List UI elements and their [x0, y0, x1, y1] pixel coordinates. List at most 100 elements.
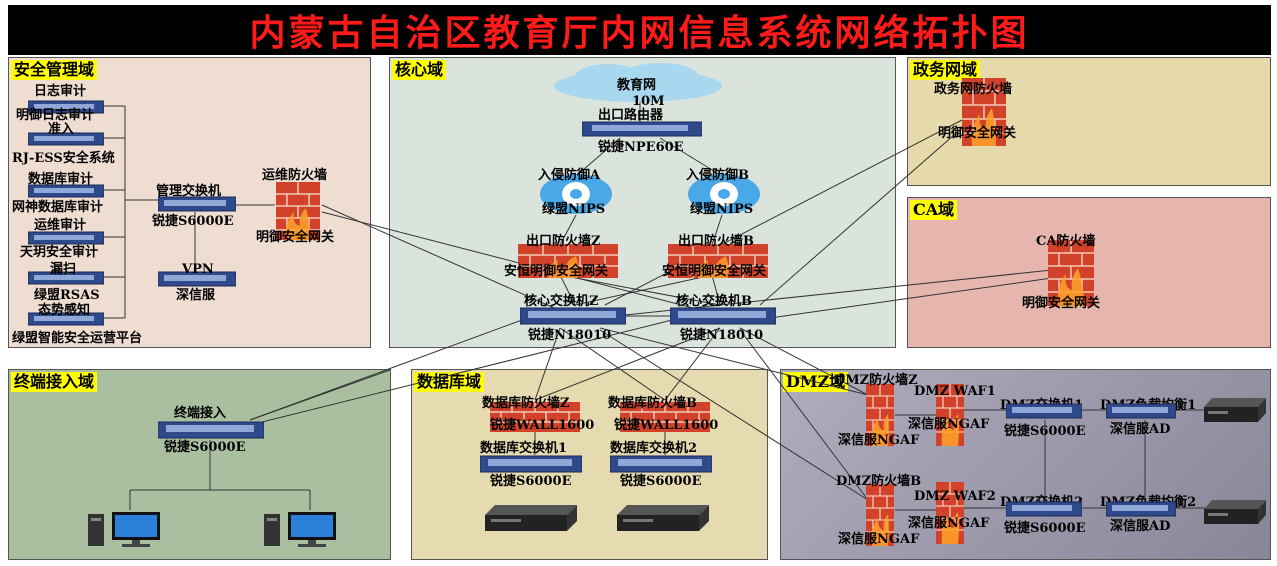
zone-core: 核心域	[389, 57, 896, 348]
dmz-firewall-b-icon	[866, 484, 894, 546]
management-switch-icon	[158, 196, 236, 212]
router-label: 出口路由器	[598, 108, 664, 123]
exit-firewall-b-icon	[668, 244, 768, 278]
db-audit-sub: 网神数据库审计	[12, 200, 104, 215]
ops-fw-sub: 明御安全网关	[256, 230, 335, 245]
gov-fw-label: 政务网防火墙	[934, 82, 1013, 97]
core-sw-z-model: 锐捷N18010	[528, 328, 612, 343]
terminal-switch-model: 锐捷S6000E	[164, 440, 246, 455]
dmz-waf1-sub: 深信服NGAF	[908, 417, 990, 432]
zone-label-security: 安全管理域	[11, 60, 98, 80]
db-fw-z-sub: 锐捷WALL1600	[490, 418, 595, 433]
db-fw-z-label: 数据库防火墙Z	[482, 396, 570, 411]
dmz-switch-1-icon	[1006, 403, 1082, 419]
scan-label: 漏扫	[50, 262, 77, 277]
switch-icon	[28, 312, 104, 326]
ips-a-sub: 绿盟NIPS	[542, 202, 606, 217]
server-icon	[485, 505, 577, 531]
db-sw-2-model: 锐捷S6000E	[620, 474, 702, 489]
exit-fw-b-label: 出口防火墙B	[678, 234, 754, 249]
dmz-sw2-model: 锐捷S6000E	[1004, 521, 1086, 536]
core-switch-z-icon	[520, 307, 626, 325]
zone-label-ca: CA域	[910, 200, 958, 220]
ops-audit-sub: 天玥安全审计	[20, 245, 99, 260]
cloud-icon	[554, 63, 722, 102]
zone-label-core: 核心域	[392, 60, 447, 80]
ca-fw-label: CA防火墙	[1036, 234, 1096, 249]
terminal-switch-icon	[158, 421, 264, 439]
core-switch-b-icon	[670, 307, 776, 325]
server-icon	[617, 505, 709, 531]
db-sw-1-label: 数据库交换机1	[480, 441, 568, 456]
internet-label: 教育网	[617, 78, 657, 93]
dmz-fw-z-label: DMZ防火墙Z	[834, 373, 918, 388]
core-sw-b-label: 核心交换机B	[676, 294, 752, 309]
vpn-icon	[158, 271, 236, 287]
ips-b-icon	[688, 174, 760, 214]
dmz-fw-z-sub: 深信服NGAF	[838, 433, 920, 448]
dmz-waf2-icon	[936, 482, 964, 544]
router-model: 锐捷NPE60E	[598, 140, 684, 155]
ips-a-label: 入侵防御A	[538, 168, 601, 183]
vpn-sub: 深信服	[176, 288, 216, 303]
exit-firewall-z-icon	[518, 244, 618, 278]
dmz-firewall-z-icon	[866, 384, 894, 446]
access-label: 准入	[48, 122, 75, 137]
zone-label-gov: 政务网域	[910, 60, 981, 80]
vpn-label: VPN	[182, 262, 214, 277]
db-switch-2-icon	[610, 455, 712, 473]
mgmt-switch-label: 管理交换机	[156, 184, 222, 199]
ca-firewall-icon	[1048, 240, 1094, 306]
dmz-sw1-model: 锐捷S6000E	[1004, 424, 1086, 439]
switch-icon	[28, 100, 104, 114]
db-audit-label: 数据库审计	[28, 172, 94, 187]
server-icon	[1204, 398, 1266, 422]
zone-label-terminal: 终端接入域	[11, 372, 98, 392]
switch-icon	[28, 231, 104, 245]
desktop-pc-icon	[264, 512, 336, 547]
router-icon	[582, 121, 702, 137]
db-firewall-b-icon	[620, 402, 710, 432]
ca-fw-sub: 明御安全网关	[1022, 296, 1101, 311]
log-audit-sub: 明御日志审计	[16, 108, 95, 123]
gov-firewall-icon	[962, 78, 1006, 146]
dmz-switch-2-icon	[1006, 501, 1082, 517]
desktop-pc-icon	[88, 512, 160, 547]
ops-firewall-icon	[276, 182, 320, 240]
situation-sub: 绿盟智能安全运营平台	[12, 331, 143, 346]
dmz-waf2-label: DMZ WAF2	[914, 489, 996, 504]
db-sw-2-label: 数据库交换机2	[610, 441, 698, 456]
server-icon	[1204, 500, 1266, 524]
dmz-lb-2-icon	[1106, 501, 1176, 517]
exit-fw-b-sub: 安恒明御安全网关	[662, 264, 767, 279]
db-sw-1-model: 锐捷S6000E	[490, 474, 572, 489]
dmz-fw-b-sub: 深信服NGAF	[838, 532, 920, 547]
dmz-lb1-sub: 深信服AD	[1110, 422, 1171, 437]
ips-a-icon	[540, 174, 612, 214]
ops-audit-label: 运维审计	[34, 218, 87, 233]
gov-fw-sub: 明御安全网关	[938, 126, 1017, 141]
dmz-fw-b-label: DMZ防火墙B	[836, 474, 922, 489]
title-bar: 内蒙古自治区教育厅内网信息系统网络拓扑图	[8, 5, 1271, 55]
log-audit-label: 日志审计	[34, 84, 87, 99]
switch-icon	[28, 271, 104, 285]
dmz-waf1-label: DMZ WAF1	[914, 384, 996, 399]
situation-label: 态势感知	[38, 303, 91, 318]
dmz-lb-1-icon	[1106, 403, 1176, 419]
dmz-waf2-sub: 深信服NGAF	[908, 516, 990, 531]
dmz-waf1-icon	[936, 384, 964, 446]
db-firewall-z-icon	[490, 402, 580, 432]
exit-fw-z-label: 出口防火墙Z	[526, 234, 601, 249]
switch-icon	[28, 132, 104, 146]
core-sw-b-model: 锐捷N18010	[680, 328, 764, 343]
ips-b-label: 入侵防御B	[686, 168, 749, 183]
terminal-switch-label: 终端接入	[174, 406, 227, 421]
ips-b-sub: 绿盟NIPS	[690, 202, 754, 217]
ops-fw-label: 运维防火墙	[262, 168, 328, 183]
diagram-title: 内蒙古自治区教育厅内网信息系统网络拓扑图	[249, 12, 1030, 54]
core-sw-z-label: 核心交换机Z	[524, 294, 599, 309]
db-fw-b-label: 数据库防火墙B	[608, 396, 697, 411]
db-fw-b-sub: 锐捷WALL1600	[614, 418, 719, 433]
bandwidth-label: 10M	[632, 94, 665, 109]
